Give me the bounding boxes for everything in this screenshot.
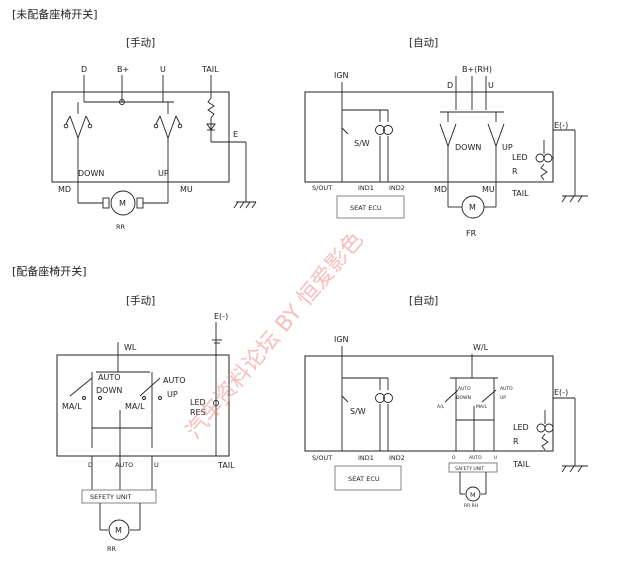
- terminal-label-bplus-rh: B+(RH): [462, 65, 492, 74]
- terminal-label-ind1: IND1: [358, 184, 374, 192]
- resistor-label: R: [512, 167, 518, 176]
- led-label: LED: [512, 153, 528, 162]
- svg-text:D: D: [88, 461, 93, 469]
- svg-text:AUTO: AUTO: [458, 386, 471, 392]
- svg-text:IND1: IND1: [358, 454, 374, 462]
- panel-manual-seat-switch: WL AUTO DOWN AUTO UP MA/L MA/L E(-) LED …: [56, 312, 235, 553]
- terminal-label-w-l: W/L: [473, 343, 489, 352]
- seat-ecu-box: [336, 195, 405, 219]
- svg-text:IND2: IND2: [389, 454, 405, 462]
- svg-text:LED: LED: [513, 423, 529, 432]
- svg-text:AUTO: AUTO: [115, 461, 133, 469]
- terminal-label-wl: WL: [124, 343, 137, 352]
- motor-rr-2: [108, 519, 130, 541]
- svg-text:A/L: A/L: [437, 404, 445, 410]
- svg-text:UP: UP: [500, 395, 506, 401]
- svg-text:M: M: [469, 203, 476, 212]
- svg-text:S/OUT: S/OUT: [312, 454, 332, 462]
- svg-text:TAIL: TAIL: [511, 189, 529, 198]
- svg-text:UP: UP: [502, 143, 513, 152]
- motor-label-fr: FR: [466, 229, 477, 238]
- svg-text:M: M: [115, 526, 122, 535]
- svg-text:TAIL: TAIL: [512, 460, 530, 469]
- motor-rr: [110, 190, 136, 216]
- terminal-label-ign: IGN: [334, 71, 349, 80]
- terminal-label-md: MD: [58, 185, 71, 194]
- section-title-seat-switch: [配备座椅开关]: [12, 264, 87, 278]
- seat-ecu-label: SEAT ECU: [350, 204, 382, 212]
- switch-label-mal-1: MA/L: [62, 402, 82, 411]
- switch-label-auto-2: AUTO: [163, 376, 186, 385]
- svg-text:M: M: [119, 199, 126, 208]
- svg-text:TAIL: TAIL: [217, 461, 235, 470]
- panel-title-manual-1: [手动]: [126, 36, 155, 49]
- svg-text:MA/L: MA/L: [476, 404, 487, 410]
- switch-label-down: DOWN: [78, 169, 104, 178]
- svg-text:R: R: [513, 437, 519, 446]
- svg-text:SAFETY UNIT: SAFETY UNIT: [455, 466, 484, 472]
- junction-dot: [119, 99, 125, 105]
- terminal-label-ind2: IND2: [389, 184, 405, 192]
- svg-text:UP: UP: [167, 390, 178, 399]
- terminal-label-sout: S/OUT: [312, 184, 332, 192]
- switch-label-auto-1: AUTO: [98, 373, 121, 382]
- motor-rr-rh: [465, 486, 481, 502]
- svg-text:SEAT ECU: SEAT ECU: [348, 475, 380, 483]
- panel-title-manual-2: [手动]: [126, 294, 155, 307]
- svg-text:D: D: [447, 81, 453, 90]
- panel-manual-no-seat-switch: D B+ U TAIL DOWN UP E: [51, 65, 257, 231]
- svg-text:O: O: [452, 455, 456, 461]
- svg-text:RR: RR: [107, 545, 117, 553]
- panel-auto-no-seat-switch: IGN B+(RH) D U S/W DOWN UP E(-): [304, 65, 588, 238]
- svg-text:MU: MU: [482, 185, 495, 194]
- motor-label-rr: RR: [116, 223, 126, 231]
- svg-text:LED: LED: [190, 398, 206, 407]
- svg-text:DOWN: DOWN: [96, 386, 122, 395]
- svg-text:AUTO: AUTO: [469, 455, 482, 461]
- panel-title-auto-2: [自动]: [409, 294, 438, 307]
- svg-text:AUTO: AUTO: [500, 386, 513, 392]
- terminal-label-tail: TAIL: [201, 65, 219, 74]
- svg-text:M: M: [470, 491, 476, 499]
- resistor-label-res: RES: [190, 408, 206, 417]
- svg-text:MD: MD: [434, 185, 447, 194]
- switch-label-mal-2: MA/L: [125, 402, 145, 411]
- svg-text:DOWN: DOWN: [456, 395, 471, 401]
- svg-text:E(-): E(-): [214, 312, 228, 321]
- safety-unit-label: SEFETY UNIT: [90, 493, 132, 501]
- panel-auto-seat-switch: IGN W/L S/W AUTO AUTO DOWN UP A/L MA/L E…: [304, 335, 588, 509]
- terminal-label-bplus: B+: [117, 65, 129, 74]
- svg-text:U: U: [154, 461, 159, 469]
- motor-fr: [461, 195, 485, 219]
- svg-text:DOWN: DOWN: [455, 143, 481, 152]
- safety-unit-box: [81, 489, 157, 504]
- terminal-label-mu: MU: [180, 185, 193, 194]
- motor-label-rr-rh: RR RH: [464, 503, 478, 509]
- svg-text:U: U: [494, 455, 497, 461]
- svg-text:E(-): E(-): [554, 388, 568, 397]
- safety-unit-box-small: [448, 462, 498, 473]
- seat-ecu-box-2: [334, 465, 402, 491]
- section-title-no-seat-switch: [未配备座椅开关]: [12, 7, 98, 21]
- switch-label-up: UP: [158, 169, 169, 178]
- terminal-label-e-minus: E(-): [554, 121, 568, 130]
- svg-text:S/W: S/W: [350, 407, 366, 416]
- terminal-label-e: E: [233, 130, 238, 139]
- switch-label-sw: S/W: [354, 139, 370, 148]
- panel-title-auto-1: [自动]: [409, 36, 438, 49]
- terminal-label-u: U: [160, 65, 166, 74]
- svg-text:U: U: [488, 81, 494, 90]
- svg-text:IGN: IGN: [334, 335, 349, 344]
- terminal-label-d: D: [81, 65, 87, 74]
